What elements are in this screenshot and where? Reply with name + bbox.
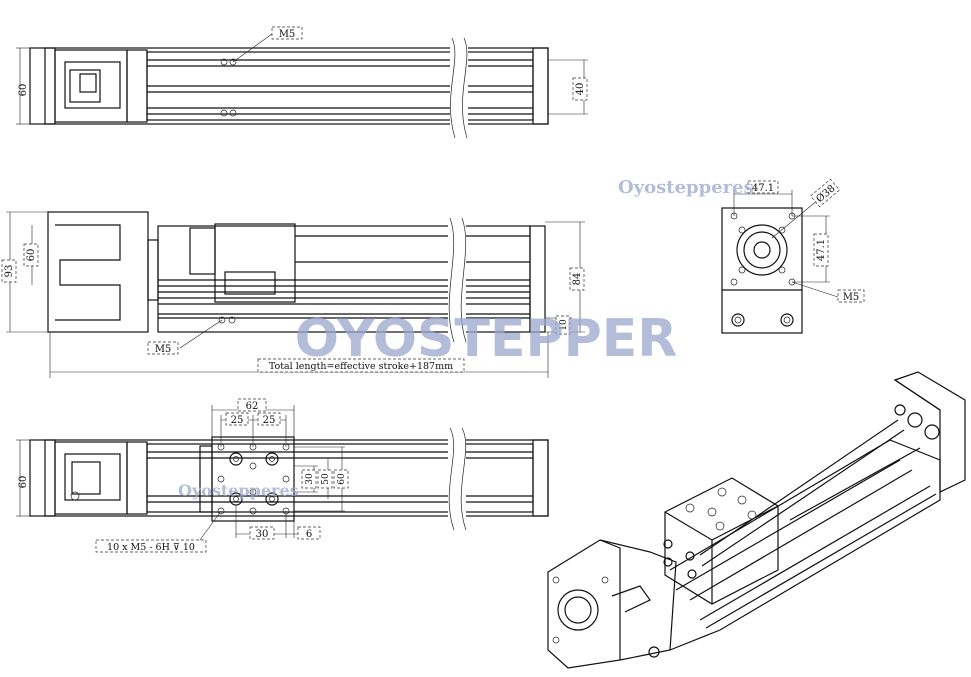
carriage-height-60: 60 (337, 473, 347, 485)
isometric-view (547, 371, 966, 669)
top-hole-label: M5 (279, 29, 296, 40)
total-length-label: Total length=effective stroke+187mm (269, 361, 453, 372)
carriage-height-30: 30 (305, 473, 315, 485)
side-hole-label: M5 (155, 344, 172, 355)
carriage-spacing-30: 30 (256, 529, 269, 540)
carriage-width-62: 62 (246, 401, 259, 412)
side-height-inner: 60 (26, 249, 37, 262)
side-height-right: 84 (572, 273, 583, 286)
side-base-label: 10 (559, 319, 569, 331)
end-height-label: 47.1 (816, 239, 827, 261)
end-width-label: 47.1 (752, 183, 774, 194)
carriage-view: 60 62 25 25 30 50 60 30 6 (16, 398, 549, 553)
end-view: 47.1 47.1 Ø38 M5 (721, 178, 865, 334)
end-hole-label: M5 (843, 292, 860, 303)
thread-note: 10 x M5 - 6H ⊽ 10 (107, 542, 195, 553)
side-height-outer: 93 (4, 265, 15, 278)
carriage-width-25b: 25 (263, 415, 276, 426)
top-view: 60 40 M5 (16, 26, 588, 139)
side-view: 93 60 84 10 M5 Total length=effective st… (1, 211, 585, 378)
carriage-width-25a: 25 (231, 415, 244, 426)
top-height-label: 60 (18, 84, 29, 97)
watermark-top-right: Oyostepperes (618, 177, 754, 198)
carriage-height-label: 60 (18, 476, 29, 489)
watermarks: OYOSTEPPER Oyostepperes Oyostepperes (178, 177, 754, 500)
top-rail-label: 40 (575, 83, 586, 96)
watermark-bottom: Oyostepperes (178, 481, 299, 500)
carriage-height-50: 50 (321, 473, 331, 485)
carriage-spacing-6: 6 (306, 529, 312, 540)
watermark-main: OYOSTEPPER (295, 309, 678, 369)
